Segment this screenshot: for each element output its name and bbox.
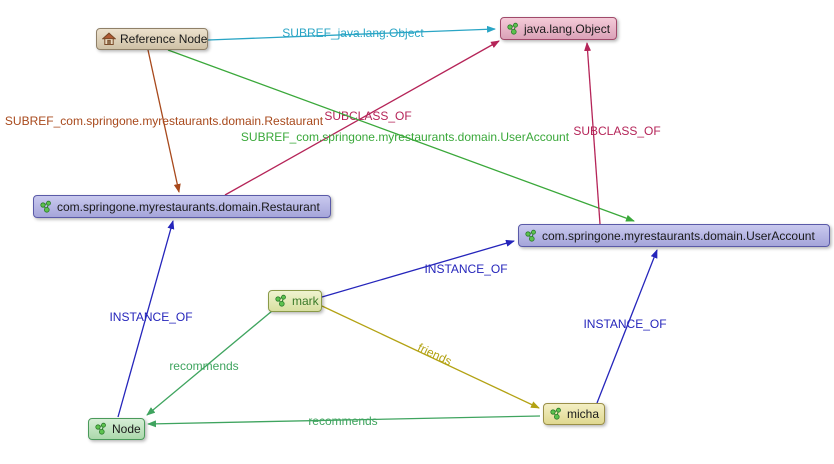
edge-label-7: INSTANCE_OF [583, 317, 666, 331]
graph-node-mark[interactable]: mark [268, 290, 322, 312]
node-label: com.springone.myrestaurants.domain.Resta… [57, 199, 320, 214]
graph-node-icon [549, 407, 563, 421]
node-label: micha [567, 407, 600, 421]
edge-line-2[interactable] [224, 40, 500, 196]
graph-node-icon [524, 229, 538, 243]
graph-node-icon [39, 200, 53, 214]
edge-line-9[interactable] [321, 305, 540, 409]
edge-label-0: SUBREF_java.lang.Object [282, 26, 424, 40]
graph-node-icon [506, 22, 520, 36]
edge-line-4[interactable] [584, 42, 601, 225]
edge-line-7[interactable] [596, 249, 658, 404]
graph-node-icon [274, 294, 288, 308]
graph-node-icon [94, 422, 108, 436]
edge-label-10: recommends [308, 414, 377, 428]
graph-node-micha[interactable]: micha [543, 403, 605, 425]
node-label: Reference Node [120, 32, 208, 46]
edge-label-6: INSTANCE_OF [109, 310, 192, 324]
edge-label-3: SUBREF_com.springone.myrestaurants.domai… [241, 130, 570, 144]
edge-label-4: SUBCLASS_OF [573, 124, 660, 138]
edge-line-3[interactable] [167, 49, 635, 222]
graph-node-java-lang-object[interactable]: java.lang.Object [500, 17, 617, 40]
edge-label-8: recommends [169, 359, 238, 373]
node-label: Node [112, 422, 141, 436]
node-label: com.springone.myrestaurants.domain.UserA… [542, 228, 815, 243]
home-icon [102, 32, 116, 46]
graph-node-reference-node[interactable]: Reference Node [96, 28, 208, 50]
graph-node-node[interactable]: Node [88, 418, 145, 440]
edge-line-0[interactable] [207, 25, 496, 41]
edge-label-2: SUBCLASS_OF [324, 109, 411, 123]
edge-label-9: friends [415, 340, 454, 368]
edge-line-5[interactable] [321, 239, 515, 298]
edge-label-1: SUBREF_com.springone.myrestaurants.domai… [5, 114, 324, 128]
graph-node-useraccount[interactable]: com.springone.myrestaurants.domain.UserA… [518, 224, 830, 247]
edge-line-1[interactable] [147, 49, 181, 193]
edge-line-10[interactable] [147, 415, 541, 428]
node-label: mark [292, 294, 319, 308]
edge-line-8[interactable] [146, 310, 273, 416]
edge-line-6[interactable] [117, 220, 175, 418]
edge-label-5: INSTANCE_OF [424, 262, 507, 276]
graph-node-restaurant[interactable]: com.springone.myrestaurants.domain.Resta… [33, 195, 331, 218]
node-label: java.lang.Object [524, 21, 611, 36]
